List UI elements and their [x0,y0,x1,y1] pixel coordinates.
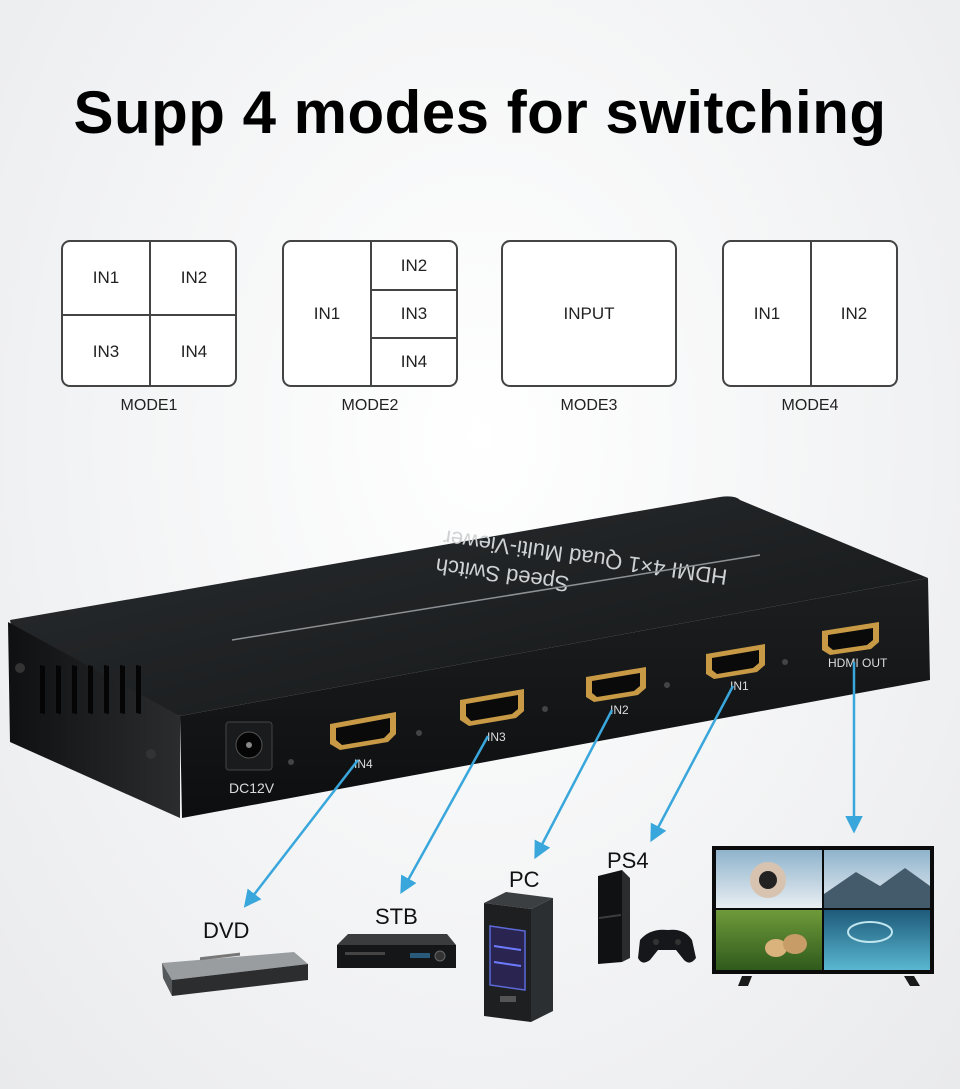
mode2-cell-in2: IN2 [400,256,428,275]
source-label-pc: PC [509,867,540,892]
mode2-cell-in3: IN3 [400,304,428,323]
port-in2: IN2 [586,667,646,717]
port-label-in3: IN3 [487,730,506,744]
port-in3: IN3 [460,689,524,744]
mode1-cell-in4: IN4 [180,342,208,361]
side-vents [40,664,141,715]
device-side-face [8,622,180,818]
mode1-layout-box: IN1 IN2 IN3 IN4 [61,240,237,387]
headline: Supp 4 modes for switching [73,79,887,146]
mode3-diagram: INPUT MODE3 [501,240,677,414]
port-in1: IN1 [706,644,765,693]
mode2-label: MODE2 [341,397,399,414]
port-label-hdmi-out: HDMI OUT [828,656,888,670]
mode4-layout-box: IN1 IN2 [722,240,898,387]
port-in4: IN4 [330,712,396,771]
port-label-in1: IN1 [730,679,749,693]
arrow-in1-ps4 [650,685,735,843]
dvd-player-icon [162,952,308,996]
mode1-cell-in3: IN3 [92,342,120,361]
mode1-diagram: IN1 IN2 IN3 IN4 MODE1 [61,240,237,414]
source-label-dvd: DVD [203,918,250,943]
arrow-in4-dvd [243,759,359,908]
mode4-diagram: IN1 IN2 MODE4 [722,240,898,414]
tv-monitor-icon [712,846,934,986]
source-label-ps4: PS4 [607,848,649,873]
arrow-in2-pc [534,709,614,860]
port-label-in4: IN4 [354,757,373,771]
arrow-in3-stb [400,735,490,895]
device-top-face [10,496,928,716]
mode1-label: MODE1 [120,397,178,414]
power-label: DC12V [229,780,275,796]
mode2-diagram: IN1 IN2 IN3 IN4 MODE2 [282,240,458,414]
source-label-stb: STB [375,904,418,929]
mode2-layout-box: IN1 IN2 IN3 IN4 [282,240,458,387]
mode4-label: MODE4 [781,397,839,414]
mode4-cell-in2: IN2 [840,303,868,323]
mode3-label: MODE3 [560,397,618,414]
pc-tower-icon [484,892,553,1022]
ps4-console-icon [598,870,630,964]
mode2-cell-in4: IN4 [400,352,428,371]
ps4-controller-icon [638,929,696,963]
port-label-in2: IN2 [610,703,629,717]
port-hdmi-out: HDMI OUT [822,622,888,670]
mode1-cell-in1: IN1 [92,268,120,287]
mode3-cell-input: INPUT [563,303,615,323]
device-front-face [180,578,930,818]
stb-icon [337,934,456,968]
mode3-layout-box: INPUT [501,240,677,387]
mode4-cell-in1: IN1 [753,303,781,323]
mode1-cell-in2: IN2 [180,268,208,287]
mode2-cell-in1: IN1 [313,303,341,323]
